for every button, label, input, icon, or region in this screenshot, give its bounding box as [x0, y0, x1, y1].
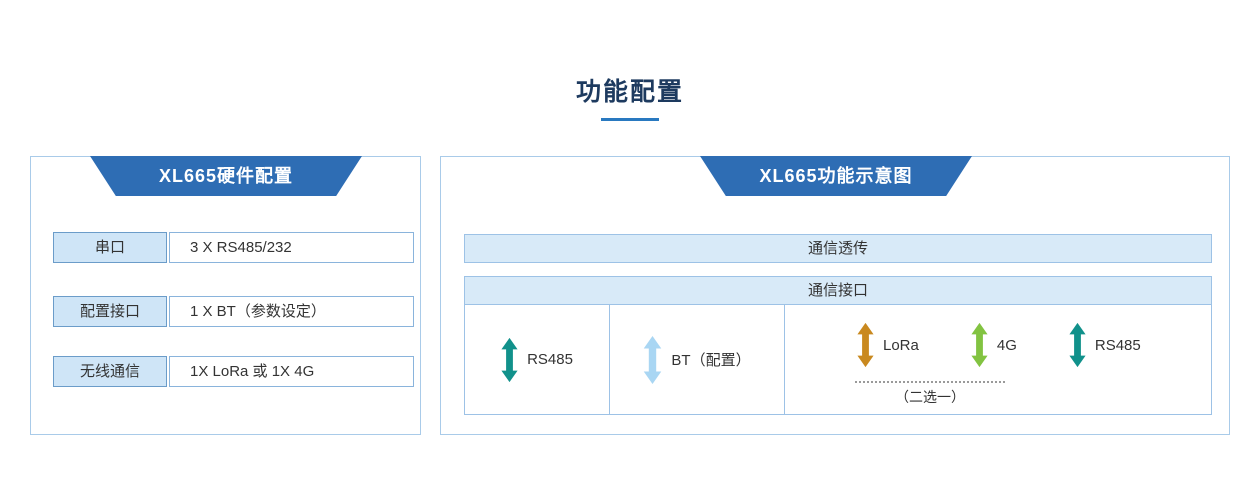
title-underline [601, 118, 659, 121]
fourg-group: 4G [971, 322, 1017, 368]
hw-row-value: 1 X BT（参数设定） [169, 296, 414, 327]
hw-row-serial: 串口 3 X RS485/232 [31, 232, 420, 263]
hw-row-label: 无线通信 [53, 356, 167, 387]
hw-row-wireless: 无线通信 1X LoRa 或 1X 4G [31, 356, 420, 387]
function-diagram-panel: XL665功能示意图 通信透传 通信接口 RS485 BT（配置） [440, 156, 1230, 435]
comm-interface-header: 通信接口 [464, 276, 1212, 305]
rs485-wireless-group: RS485 [1069, 322, 1141, 368]
hw-row-value: 3 X RS485/232 [169, 232, 414, 263]
comm-interface-body: RS485 BT（配置） LoRa [464, 304, 1212, 415]
double-vertical-arrow-icon [1069, 322, 1086, 368]
transparent-transmission-bar: 通信透传 [464, 234, 1212, 263]
choose-one-label: （二选一） [895, 389, 965, 405]
double-vertical-arrow-icon [501, 337, 518, 382]
double-vertical-arrow-icon [971, 322, 988, 368]
hw-row-label: 串口 [53, 232, 167, 263]
wireless-cell: LoRa 4G RS485 （二选一） [785, 305, 1211, 414]
function-diagram-banner: XL665功能示意图 [700, 156, 972, 196]
hardware-config-banner: XL665硬件配置 [90, 156, 362, 196]
page-title: 功能配置 [575, 78, 684, 106]
rs485-cell: RS485 [465, 305, 610, 414]
choose-one-note: （二选一） [855, 381, 1005, 407]
lora-label: LoRa [883, 336, 919, 354]
rs485-label: RS485 [527, 351, 573, 368]
fourg-label: 4G [996, 336, 1017, 354]
hw-row-label: 配置接口 [53, 296, 167, 327]
double-vertical-arrow-icon [857, 322, 874, 368]
hw-row-config-interface: 配置接口 1 X BT（参数设定） [31, 296, 420, 327]
page-title-block: 功能配置 [0, 72, 1260, 121]
bt-cell: BT（配置） [610, 305, 785, 414]
choose-one-bracket [855, 381, 1005, 383]
bt-label: BT（配置） [671, 352, 751, 369]
rs485-wireless-label: RS485 [1094, 336, 1141, 354]
hardware-config-panel: XL665硬件配置 串口 3 X RS485/232 配置接口 1 X BT（参… [30, 156, 421, 435]
hw-row-value: 1X LoRa 或 1X 4G [169, 356, 414, 387]
lora-group: LoRa [857, 322, 919, 368]
double-vertical-arrow-icon [644, 335, 662, 384]
